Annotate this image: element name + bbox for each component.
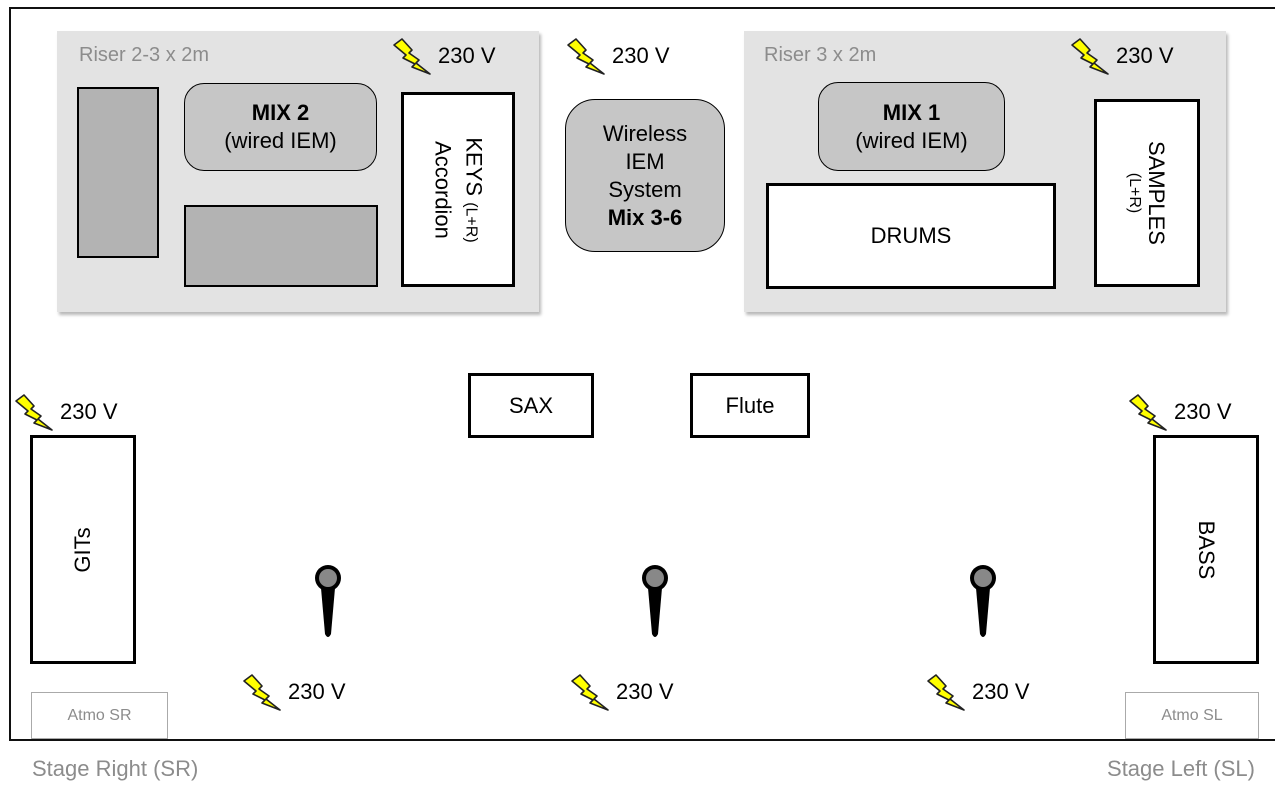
microphone-icon — [315, 565, 341, 637]
atmo-sr-box: Atmo SR — [31, 692, 168, 739]
power-outlet: 230 V — [392, 36, 496, 76]
power-outlet: 230 V — [926, 672, 1030, 712]
samples-label: SAMPLES (L+R) — [1125, 141, 1169, 245]
microphone-icon — [970, 565, 996, 637]
power-label: 230 V — [1116, 43, 1174, 68]
power-label: 230 V — [616, 679, 674, 704]
power-outlet: 230 V — [242, 672, 346, 712]
keys-box: KEYS (L+R) Accordion — [401, 92, 515, 287]
gits-box: GITs — [30, 435, 136, 664]
mix2-subtitle: (wired IEM) — [224, 128, 337, 153]
lightning-bolt-icon — [1070, 36, 1110, 76]
atmo-sl-label: Atmo SL — [1161, 706, 1223, 724]
stage-right-label: Stage Right (SR) — [32, 756, 199, 781]
power-label: 230 V — [972, 679, 1030, 704]
power-label: 230 V — [60, 399, 118, 424]
lightning-bolt-icon — [1128, 392, 1168, 432]
stage-outline — [9, 7, 1275, 741]
keys-line1: KEYS — [461, 136, 487, 196]
microphone-icon — [642, 565, 668, 637]
bass-box: BASS — [1153, 435, 1259, 664]
lightning-bolt-icon — [926, 672, 966, 712]
samples-line1: SAMPLES — [1144, 141, 1169, 245]
wireless-line1: Wireless — [602, 120, 688, 146]
lightning-bolt-icon — [392, 36, 432, 76]
power-label: 230 V — [612, 43, 670, 68]
mix1-box: MIX 1 (wired IEM) — [818, 82, 1005, 171]
power-label: 230 V — [1174, 399, 1232, 424]
sax-label: SAX — [508, 392, 554, 418]
mix1-subtitle: (wired IEM) — [855, 127, 968, 153]
mix2-box: MIX 2 (wired IEM) — [184, 83, 377, 171]
samples-line2: (L+R) — [1126, 172, 1143, 214]
samples-box: SAMPLES (L+R) — [1094, 99, 1200, 287]
lightning-bolt-icon — [242, 672, 282, 712]
power-outlet: 230 V — [570, 672, 674, 712]
riser-left-label: Riser 2-3 x 2m — [79, 44, 210, 66]
power-label: 230 V — [288, 679, 346, 704]
wireless-line4: Mix 3-6 — [607, 204, 683, 230]
keys-label: KEYS (L+R) Accordion — [429, 137, 488, 242]
keys-line2: Accordion — [430, 140, 456, 239]
riser-right-label: Riser 3 x 2m — [764, 44, 877, 66]
gits-label: GITs — [70, 526, 95, 573]
wireless-line2: IEM — [625, 148, 665, 174]
lightning-bolt-icon — [570, 672, 610, 712]
bass-label: BASS — [1194, 520, 1219, 579]
power-outlet: 230 V — [1070, 36, 1174, 76]
flute-label: Flute — [725, 392, 775, 418]
atmo-sr-label: Atmo SR — [67, 706, 132, 724]
power-outlet: 230 V — [14, 392, 118, 432]
flute-box: Flute — [690, 373, 810, 438]
keys-line1-small: (L+R) — [462, 201, 480, 243]
drums-box: DRUMS — [766, 183, 1056, 289]
power-outlet: 230 V — [566, 36, 670, 76]
wireless-line3: System — [608, 176, 682, 202]
atmo-sl-box: Atmo SL — [1125, 692, 1259, 739]
left-riser-box-tall — [77, 87, 159, 258]
drums-label: DRUMS — [870, 223, 952, 248]
lightning-bolt-icon — [566, 36, 606, 76]
mix2-title: MIX 2 — [251, 100, 310, 125]
mix1-title: MIX 1 — [882, 99, 941, 125]
sax-box: SAX — [468, 373, 594, 438]
wireless-iem-box: Wireless IEM System Mix 3-6 — [565, 99, 725, 252]
stage-left-label: Stage Left (SL) — [1107, 756, 1255, 781]
lightning-bolt-icon — [14, 392, 54, 432]
power-label: 230 V — [438, 43, 496, 68]
left-riser-box-wide — [184, 205, 378, 287]
power-outlet: 230 V — [1128, 392, 1232, 432]
